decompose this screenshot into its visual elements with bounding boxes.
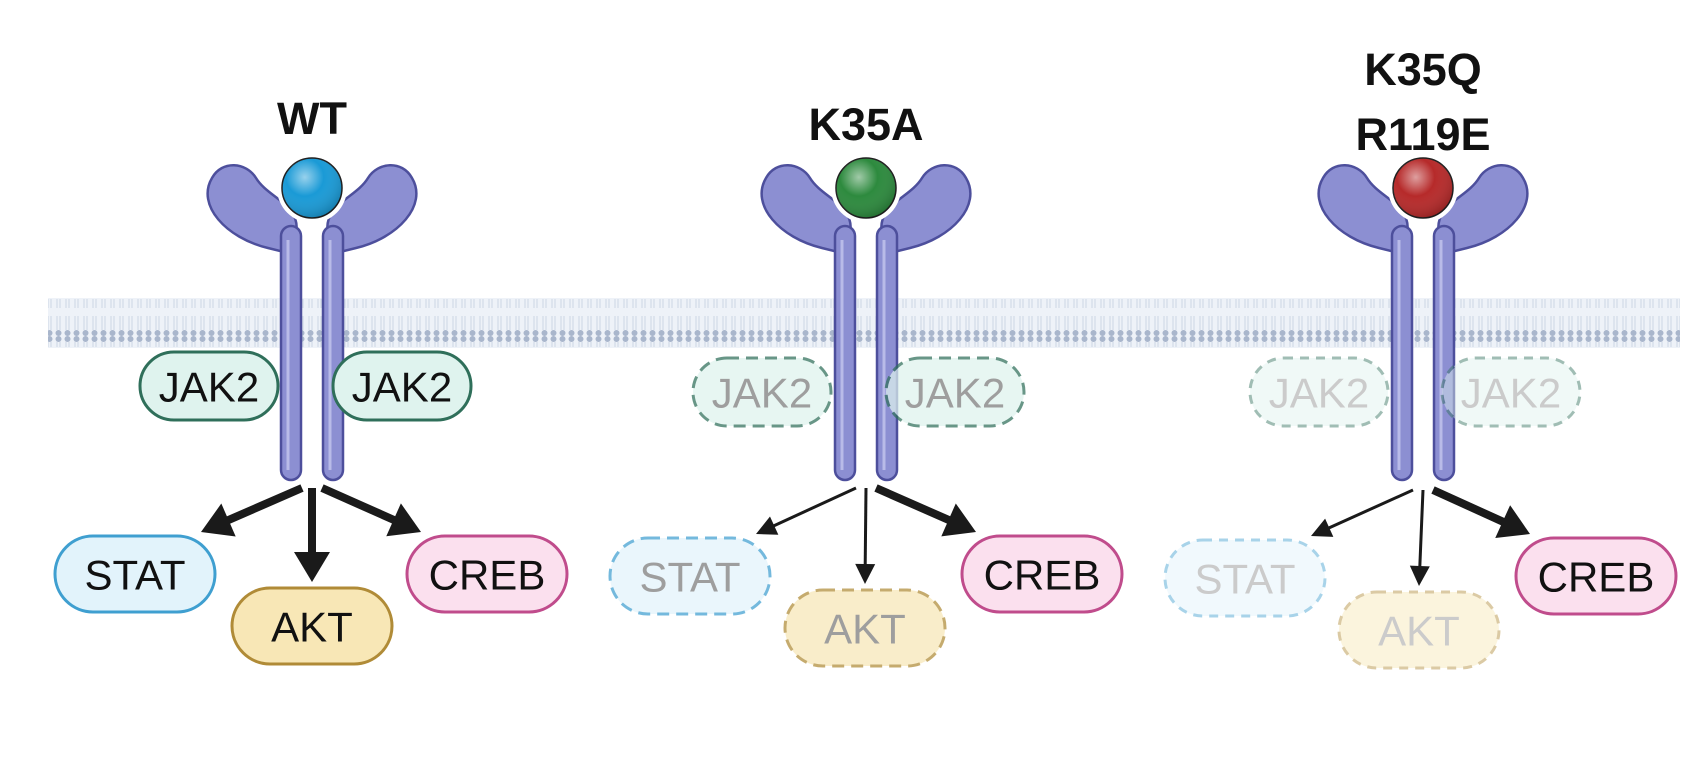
- jak2-pill-label: JAK2: [159, 364, 259, 411]
- akt-pill-label: AKT: [271, 604, 353, 651]
- signal-arrow: [1431, 486, 1530, 538]
- ligand-ball: [277, 153, 347, 223]
- receptor-dimer: [760, 153, 972, 482]
- akt-pill-shape: [1337, 590, 1501, 670]
- jak2-pill-shape: [1248, 356, 1390, 428]
- jak2-pill: JAK2: [884, 356, 1026, 428]
- signal-arrow: [294, 488, 330, 582]
- jak2-pill-shape: [331, 350, 473, 422]
- jak2-pill-label: JAK2: [712, 370, 812, 417]
- stat-pill-shape: [53, 534, 217, 614]
- jak2-pill-label: JAK2: [1269, 370, 1369, 417]
- jak2-pill: JAK2: [138, 350, 280, 422]
- akt-pill-shape: [783, 588, 947, 668]
- jak2-pill-shape: [138, 350, 280, 422]
- ligand-ball: [831, 153, 901, 223]
- receptor-right-stalk: [875, 224, 899, 482]
- creb-pill-label: CREB: [429, 552, 546, 599]
- akt-pill-shape: [230, 586, 394, 666]
- stat-pill-label: STAT: [84, 552, 185, 599]
- receptor-right-stalk: [321, 224, 345, 482]
- creb-pill-label: CREB: [984, 552, 1101, 599]
- creb-pill: CREB: [405, 534, 569, 614]
- creb-pill-shape: [1514, 536, 1678, 616]
- receptor-right-stalk: [1432, 224, 1456, 482]
- jak2-pill-shape: [691, 356, 833, 428]
- jak2-pill: JAK2: [691, 356, 833, 428]
- signal-arrow: [1311, 488, 1414, 537]
- receptor-dimer: [1317, 153, 1529, 482]
- akt-pill-label: AKT: [1378, 608, 1460, 655]
- jak2-pill-shape: [1440, 356, 1582, 428]
- signal-arrow: [320, 484, 421, 537]
- creb-pill: CREB: [1514, 536, 1678, 616]
- signal-arrow: [874, 484, 976, 537]
- receptor-left-stalk: [279, 224, 303, 482]
- creb-pill: CREB: [960, 534, 1124, 614]
- receptor-dimer: [206, 153, 418, 482]
- stat-pill: STAT: [1163, 538, 1327, 618]
- receptor-left-stalk: [833, 224, 857, 482]
- jak2-pill-label: JAK2: [905, 370, 1005, 417]
- jak2-pill-label: JAK2: [352, 364, 452, 411]
- jak2-pill-shape: [884, 356, 1026, 428]
- panel-title: K35Q: [1364, 44, 1482, 95]
- jak2-pill-label: JAK2: [1461, 370, 1561, 417]
- creb-pill-shape: [960, 534, 1124, 614]
- signal-arrow: [855, 487, 876, 584]
- stat-pill-shape: [608, 536, 772, 616]
- jak2-pill: JAK2: [1248, 356, 1390, 428]
- panel-title: R119E: [1355, 109, 1490, 160]
- panel-title: K35A: [808, 99, 923, 150]
- stat-pill: STAT: [53, 534, 217, 614]
- panel-title: WT: [277, 93, 347, 144]
- creb-pill-label: CREB: [1538, 554, 1655, 601]
- jak2-pill: JAK2: [331, 350, 473, 422]
- jak2-pill: JAK2: [1440, 356, 1582, 428]
- creb-pill-shape: [405, 534, 569, 614]
- receptor-left-stalk: [1390, 224, 1414, 482]
- akt-pill-label: AKT: [824, 606, 906, 653]
- stat-pill-shape: [1163, 538, 1327, 618]
- signal-arrow: [201, 484, 304, 537]
- stat-pill-label: STAT: [1194, 556, 1295, 603]
- stat-pill: STAT: [608, 536, 772, 616]
- ligand-ball: [1388, 153, 1458, 223]
- stat-pill-label: STAT: [639, 554, 740, 601]
- akt-pill: AKT: [230, 586, 394, 666]
- akt-pill: AKT: [1337, 590, 1501, 670]
- signal-arrow: [756, 486, 857, 535]
- akt-pill: AKT: [783, 588, 947, 668]
- signal-arrow: [1409, 489, 1430, 586]
